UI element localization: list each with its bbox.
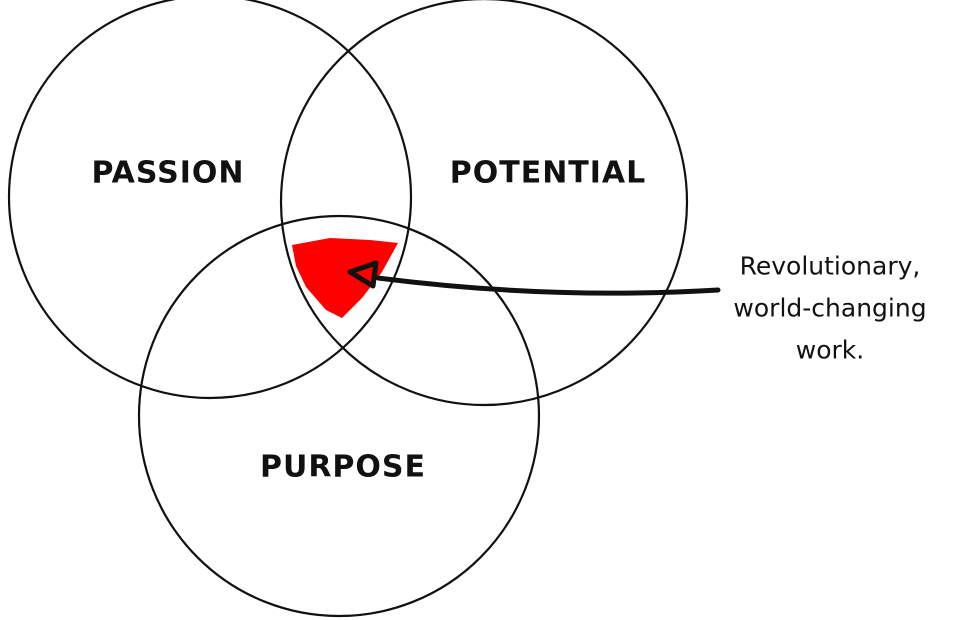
- intersection-highlight: [292, 238, 398, 318]
- annotation-line-3: work.: [795, 335, 865, 365]
- annotation-line-2: world-changing: [733, 293, 927, 323]
- purpose-circle: [137, 214, 541, 618]
- potential-label: POTENTIAL: [449, 155, 647, 191]
- passion-label: PASSION: [91, 155, 245, 191]
- arrow-line: [375, 275, 721, 296]
- arrow-head-icon: [347, 260, 379, 289]
- potential-circle: [279, 0, 689, 407]
- purpose-label: PURPOSE: [259, 449, 427, 485]
- annotation-line-1: Revolutionary,: [739, 251, 921, 281]
- passion-circle: [7, 0, 413, 400]
